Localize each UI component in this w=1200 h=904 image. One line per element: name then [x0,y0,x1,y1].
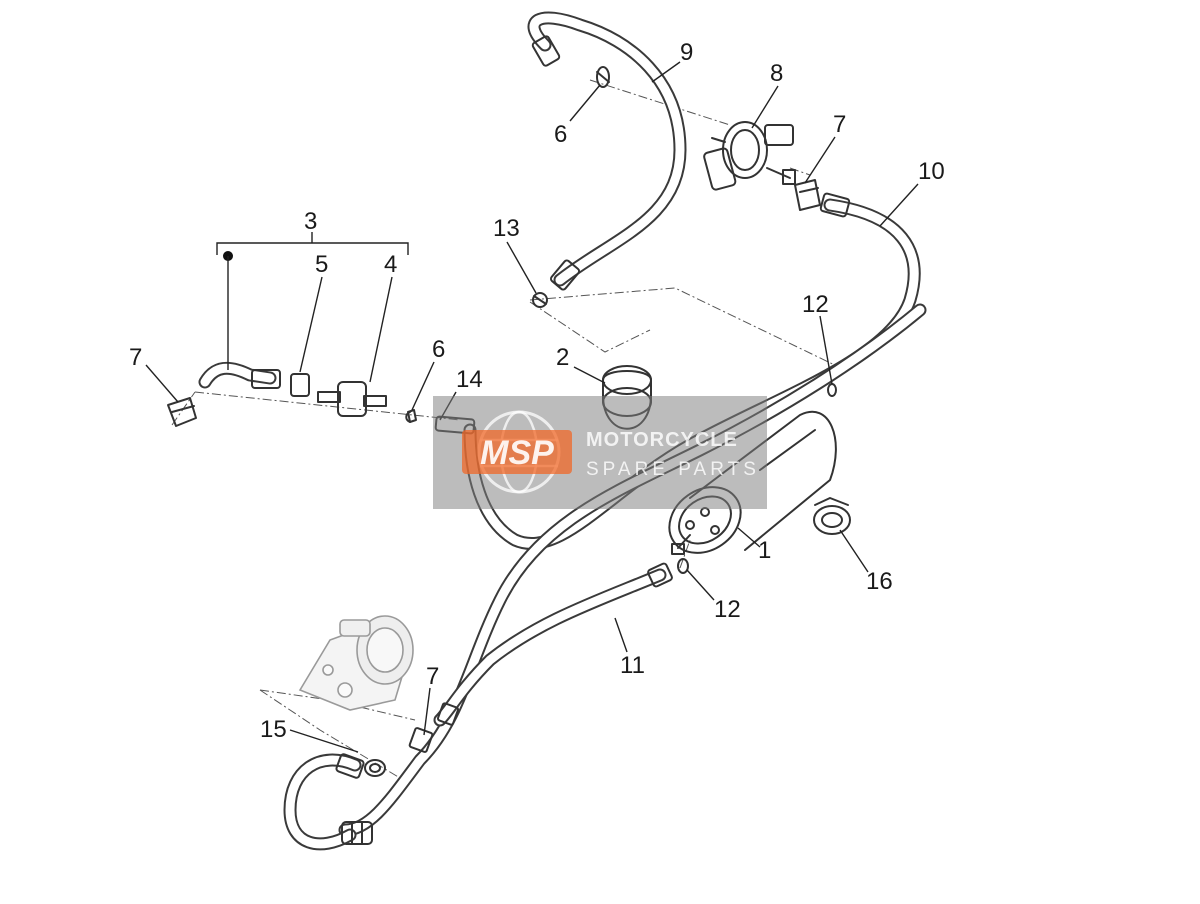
callout-7-top: 7 [833,111,846,138]
hose-11 [433,562,673,727]
clamp-7-top [794,179,821,211]
bracket-3 [216,232,409,261]
throttle-body [298,615,414,711]
callout-6-mid: 6 [432,336,445,363]
callout-7-left: 7 [129,344,142,371]
callout-8: 8 [770,60,783,87]
valve-8 [703,121,796,191]
callout-2: 2 [556,344,569,371]
leader-lines [145,61,919,753]
watermark-line2: SPARE PARTS [586,459,760,480]
callout-14: 14 [456,366,483,393]
clip-6-top [596,66,610,88]
watermark: MSP MOTORCYCLE SPARE PARTS [433,396,767,509]
callout-labels: 1 2 3 4 5 6 6 7 7 7 8 9 10 11 12 12 13 1… [129,39,945,743]
callout-12-mid: 12 [714,596,741,623]
left-assembly [167,361,417,427]
clamp-16 [813,497,851,535]
watermark-line1: MOTORCYCLE [586,429,738,451]
hose-15 [283,753,386,851]
callout-5: 5 [315,251,328,278]
callout-12-top: 12 [802,291,829,318]
hose-long [338,303,927,837]
callout-1: 1 [758,537,771,564]
clip-12-mid [677,558,689,574]
callout-7-bottom: 7 [426,663,439,690]
callout-10: 10 [918,158,945,185]
callout-13: 13 [493,215,520,242]
callout-11: 11 [620,652,645,679]
callout-16: 16 [866,568,893,595]
msp-logo-text: MSP [480,434,554,472]
clip-13 [532,292,548,308]
callout-15: 15 [260,716,287,743]
callout-4: 4 [384,251,397,278]
msp-logo-badge [462,430,572,474]
clip-12-top [827,383,837,397]
callout-3: 3 [304,208,317,235]
callout-6-top: 6 [554,121,567,148]
hose-9 [527,11,687,291]
callout-9: 9 [680,39,693,66]
